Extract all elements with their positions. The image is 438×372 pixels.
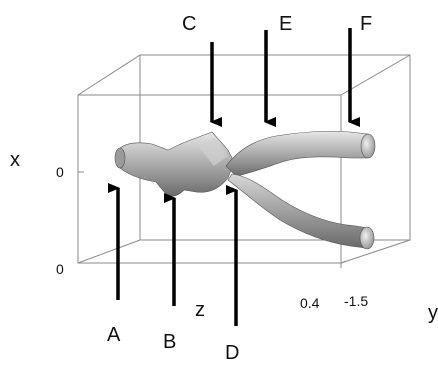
x-axis-label: x: [10, 149, 20, 171]
box-edge-tr: [340, 54, 411, 96]
tube-upper-branch: [225, 130, 369, 177]
box-edge-bl: [77, 239, 141, 264]
z-zero-tick-label: 0: [56, 261, 64, 277]
y-end-tick-label: -1.5: [344, 293, 369, 309]
arrow-label-d: D: [225, 342, 240, 364]
box-front-face: [77, 94, 342, 264]
lower-end-cap: [359, 226, 375, 250]
arrow-label-f: F: [360, 13, 373, 35]
box-edge-br: [340, 239, 411, 264]
arrow-label-c: C: [182, 13, 197, 35]
arrows: [108, 28, 360, 326]
tube-lower-branch: [227, 173, 369, 249]
tube-highlight: [198, 138, 228, 166]
start-end-cap: [114, 147, 126, 169]
bounding-box: [77, 54, 411, 268]
arrow-label-e: E: [279, 13, 293, 35]
tube-shape: [114, 130, 376, 250]
arrow-label-b: B: [163, 331, 177, 353]
box-edge-tl: [77, 54, 141, 96]
upper-end-cap: [360, 133, 376, 159]
z-end-tick-label: 0.4: [300, 295, 320, 311]
y-axis-tick: [340, 260, 347, 264]
y-axis-label: y: [428, 302, 438, 324]
z-axis-label: z: [195, 299, 205, 321]
x-zero-tick-label: 0: [56, 164, 64, 180]
arrow-label-a: A: [107, 324, 121, 346]
